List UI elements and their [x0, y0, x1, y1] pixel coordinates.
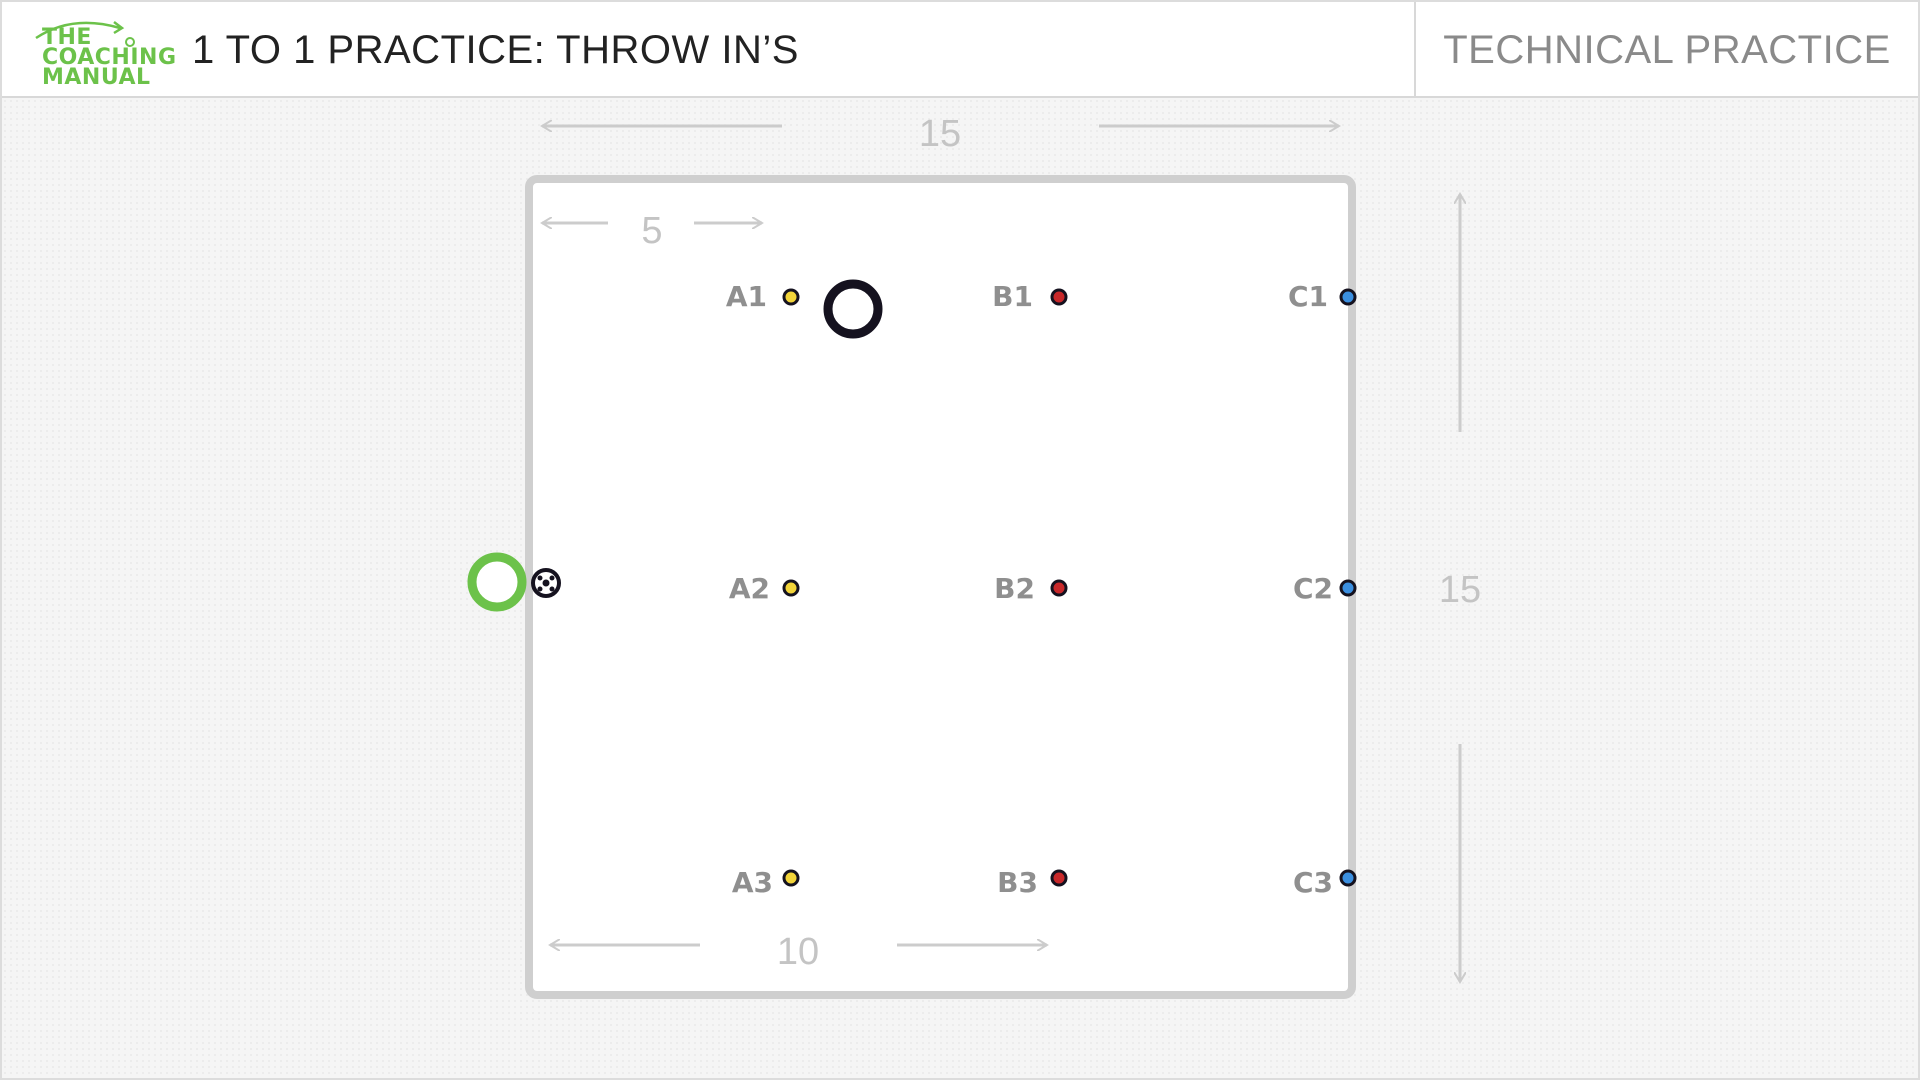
- position-C2: C2: [1293, 572, 1357, 605]
- position-marker-c2: [1339, 579, 1357, 597]
- position-marker-c1: [1339, 288, 1357, 306]
- position-C1: C1: [1288, 280, 1357, 313]
- position-B2: B2: [994, 572, 1068, 605]
- position-marker-a2: [782, 579, 800, 597]
- position-B3: B3: [997, 866, 1068, 899]
- position-A3: A3: [732, 866, 800, 899]
- page-title: 1 TO 1 PRACTICE: THROW IN’S: [192, 28, 799, 72]
- logo-text-line-3: MANUAL: [42, 65, 151, 90]
- position-C3: C3: [1293, 866, 1357, 899]
- position-marker-b1: [1050, 288, 1068, 306]
- defender-player-icon: [823, 279, 883, 339]
- position-A1: A1: [726, 280, 800, 313]
- position-label-a2: A2: [729, 572, 770, 605]
- pitch-area: [525, 175, 1356, 999]
- position-marker-b3: [1050, 869, 1068, 887]
- position-B1: B1: [992, 280, 1068, 313]
- header-bar: THE COACHING MANUAL 1 TO 1 PRACTICE: THR…: [2, 2, 1918, 98]
- logo-text-line-1: THE: [42, 25, 92, 50]
- coaching-manual-logo: THE COACHING MANUAL: [32, 14, 182, 90]
- top-dimension-label: 15: [919, 113, 961, 155]
- position-label-a3: A3: [732, 866, 773, 899]
- right-dimension-label: 15: [1439, 569, 1481, 611]
- position-marker-b2: [1050, 579, 1068, 597]
- position-label-b2: B2: [994, 572, 1035, 605]
- position-marker-c3: [1339, 869, 1357, 887]
- thrower-player-icon: [467, 552, 527, 612]
- inner-bottom-dimension-label: 10: [777, 931, 819, 973]
- curved-arrow-icon: [35, 21, 135, 47]
- football-icon: [531, 568, 561, 598]
- category-label: TECHNICAL PRACTICE: [1443, 28, 1891, 72]
- position-marker-a1: [782, 288, 800, 306]
- position-label-b3: B3: [997, 866, 1038, 899]
- position-label-c3: C3: [1293, 866, 1333, 899]
- header-divider: [1414, 2, 1416, 96]
- position-label-c1: C1: [1288, 280, 1328, 313]
- position-marker-a3: [782, 869, 800, 887]
- inner-top-dimension-label: 5: [641, 210, 662, 252]
- position-A2: A2: [729, 572, 800, 605]
- position-label-c2: C2: [1293, 572, 1333, 605]
- logo-text-line-2: COACHING: [42, 45, 177, 70]
- position-label-b1: B1: [992, 280, 1033, 313]
- position-label-a1: A1: [726, 280, 767, 313]
